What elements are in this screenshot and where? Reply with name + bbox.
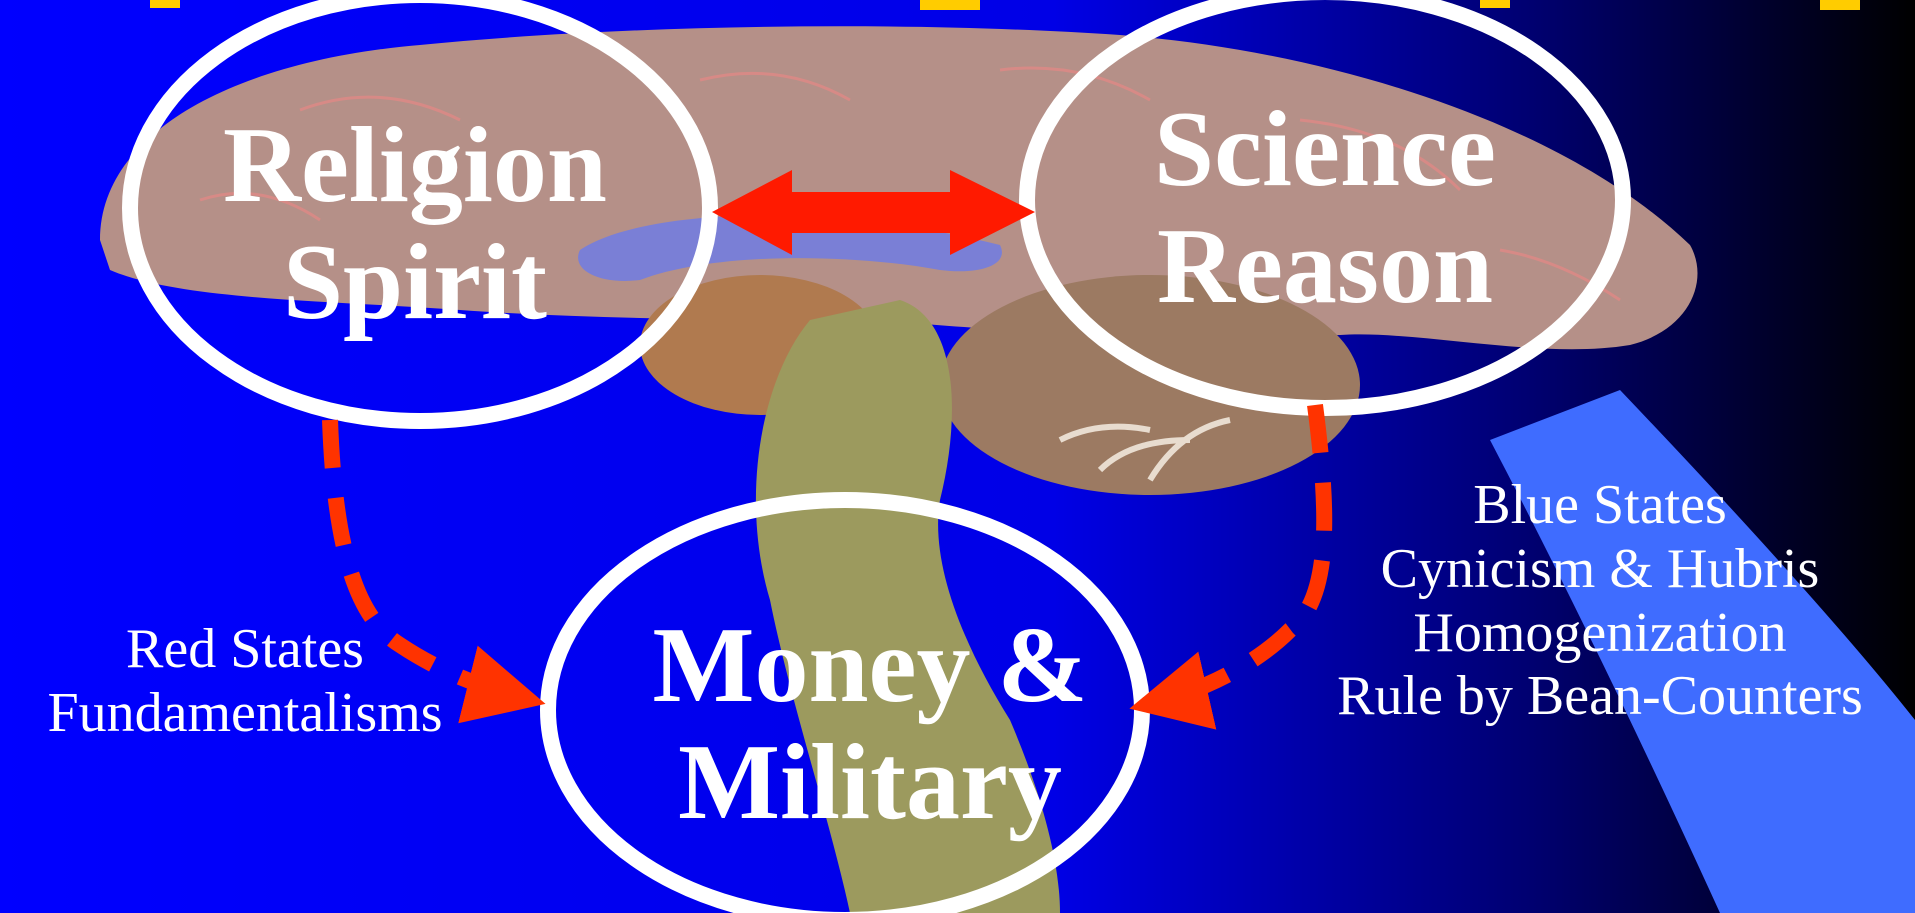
title-fragments [150,0,1860,10]
spirit-line2: Spirit [282,222,548,342]
blue-states-line: Blue States [1473,474,1727,536]
homogenization-line: Homogenization [1413,601,1787,664]
money-label: Money & Military [610,606,1130,842]
light-beam [1490,390,1915,913]
brain-cerebrum [100,26,1698,350]
brain-illustration [100,26,1698,913]
brain-cerebellum [940,275,1360,495]
brain-cerebellum-veins [1058,417,1231,482]
reason-line2: Reason [1156,206,1494,326]
science-label: Science Reason [1085,90,1565,326]
brain-stem [755,300,1060,913]
bean-counters-line: Rule by Bean-Counters [1337,665,1863,728]
double-arrow [712,170,1035,255]
science-line1: Science [1154,90,1496,209]
dashed-arrow-right [1129,403,1333,730]
religion-label: Religion Spirit [175,106,655,342]
dashed-arrow-left [322,419,546,724]
military-line2: Military [678,722,1062,842]
right-annotation: Blue States Cynicism & Hubris Homogeniza… [1290,474,1910,729]
religion-line1: Religion [222,106,607,225]
red-states-line: Red States [126,618,364,680]
religion-ellipse [122,0,718,429]
cynicism-line: Cynicism & Hubris [1380,537,1820,600]
money-line1: Money & [652,606,1088,725]
left-annotation: Red States Fundamentalisms [0,618,490,746]
fundamentalisms-line: Fundamentalisms [47,681,443,744]
science-ellipse [1019,0,1631,416]
brain-gyri [199,66,1621,302]
